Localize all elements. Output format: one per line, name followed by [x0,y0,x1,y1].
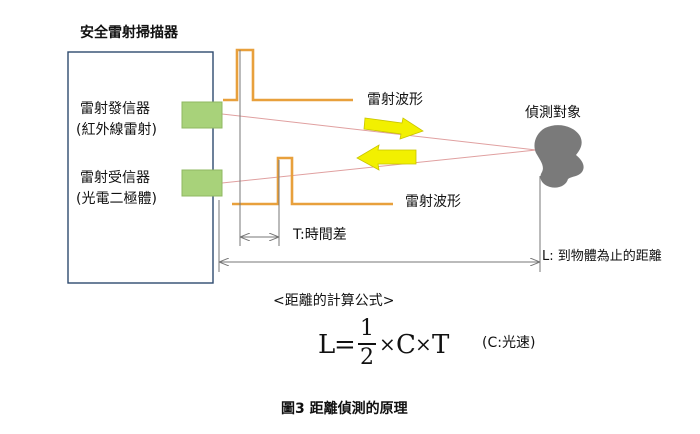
receiver-label: 雷射受信器 [80,170,150,186]
scanner-box [67,51,214,284]
receiver-sublabel: (光電二極體) [76,191,157,207]
formula-heading: <距離的計算公式> [273,293,395,309]
target-object-icon [534,125,584,188]
waveform-top-label: 雷射波形 [367,92,423,108]
formula-times-2: × [415,332,432,356]
arrow-return-icon [356,144,417,171]
receiver-sensor [181,169,223,197]
pulse-waveform-bottom [232,156,393,206]
pulse-waveform-top [223,48,353,102]
time-diff-label: T:時間差 [293,227,347,243]
laser-beam-return [221,149,537,184]
formula-equals: = [334,330,356,360]
formula-t: T [432,330,450,360]
scanner-title: 安全雷射掃描器 [80,25,178,41]
formula-c: C [396,330,416,360]
emitter-label: 雷射發信器 [80,101,150,117]
formula-times-1: × [379,332,396,356]
figure-caption: 圖3 距離偵測的原理 [281,401,408,417]
formula-fraction: 1 2 [358,318,376,369]
distance-formula: L = 1 2 × C × T [318,318,458,370]
arrow-outgoing-icon [363,117,424,140]
formula-fraction-bar [358,343,376,345]
waveform-bottom-label: 雷射波形 [405,194,461,210]
formula-denominator: 2 [360,344,374,370]
emitter-sublabel: (紅外線雷射) [76,122,157,138]
formula-lhs: L [318,330,336,360]
laser-beam-outgoing [221,113,537,151]
distance-label: L: 到物體為止的距離 [542,249,662,264]
target-label: 偵測對象 [525,105,581,121]
emitter-sensor [181,101,223,129]
formula-numerator: 1 [360,316,374,341]
formula-note: (C:光速) [482,335,536,351]
